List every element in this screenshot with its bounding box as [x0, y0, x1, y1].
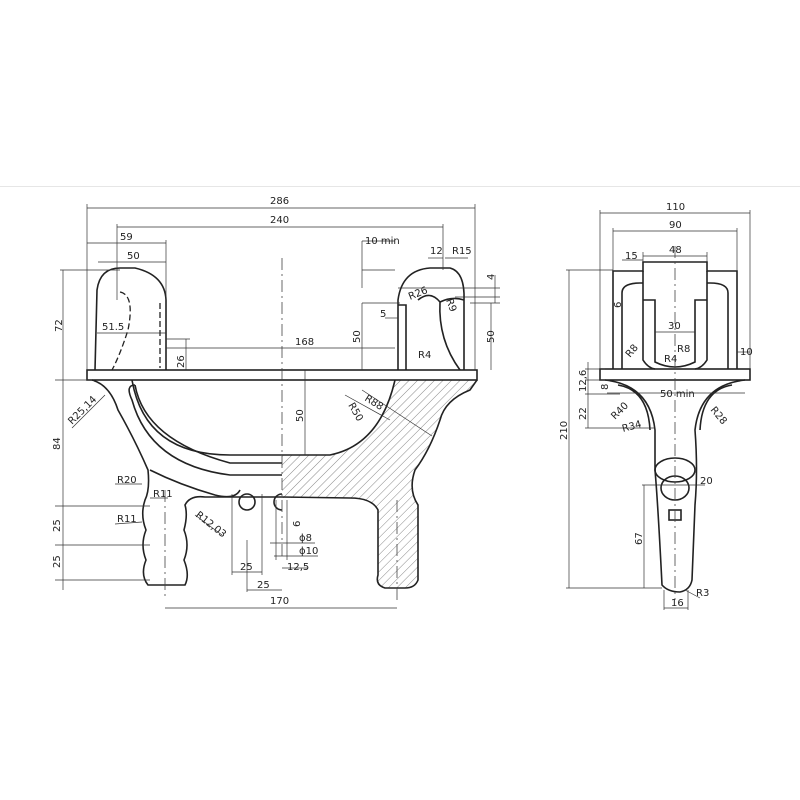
side-dim-r8-a: R8 [624, 343, 641, 360]
dim-286: 286 [270, 196, 289, 207]
dim-r20: R20 [117, 475, 137, 486]
side-dim-r40: R40 [609, 400, 631, 422]
dim-r4: R4 [418, 350, 431, 361]
dim-6: 6 [292, 521, 303, 527]
dim-25-a: 25 [52, 519, 63, 532]
inner-arch [131, 379, 396, 456]
dim-phi10: ϕ10 [299, 546, 318, 557]
side-dim-110: 110 [666, 202, 685, 213]
side-dim-r34: R34 [621, 419, 643, 435]
dim-84: 84 [52, 437, 63, 450]
side-dim-12-6: 12,6 [578, 370, 589, 392]
dim-12: 12 [430, 246, 443, 257]
dim-50-center: 50 [295, 409, 306, 422]
dim-r15: R15 [452, 246, 472, 257]
dim-25-d: 25 [257, 580, 270, 591]
dim-4: 4 [486, 274, 497, 280]
dim-170: 170 [270, 596, 289, 607]
side-dim-30: 30 [668, 321, 681, 332]
dim-168: 168 [295, 337, 314, 348]
side-dim-90: 90 [669, 220, 682, 231]
section-hatch [282, 380, 477, 588]
dim-25-b: 25 [52, 555, 63, 568]
dim-r12-03: R12,03 [193, 510, 228, 541]
dim-r11-b: R11 [117, 514, 137, 525]
dim-r9: R9 [443, 297, 458, 313]
side-view: 110 90 48 15 6 30 R8 R8 R4 10 12,6 8 50 … [559, 202, 753, 610]
dim-25-c: 25 [240, 562, 253, 573]
dim-5: 5 [380, 309, 386, 320]
side-dim-8: 8 [600, 384, 611, 390]
dim-12-5: 12,5 [287, 562, 309, 573]
front-view: 286 240 59 50 10 min 12 R15 4 R26 R9 5 5… [52, 196, 500, 609]
side-dim-10: 10 [740, 347, 753, 358]
side-dim-22: 22 [578, 407, 589, 420]
side-dim-r4: R4 [664, 354, 677, 365]
body-outline [91, 379, 282, 586]
dim-r11-a: R11 [153, 489, 173, 500]
side-dim-20: 20 [700, 476, 713, 487]
dim-50-top: 50 [127, 251, 140, 262]
dim-r25-14: R25,14 [66, 394, 99, 427]
dim-r88: R88 [362, 393, 385, 413]
side-dim-6: 6 [613, 302, 624, 308]
side-dim-210: 210 [559, 421, 570, 440]
side-dim-15: 15 [625, 251, 638, 262]
side-dim-16: 16 [671, 598, 684, 609]
arm-slot [128, 384, 282, 476]
dim-51-5: 51.5 [102, 322, 124, 333]
dim-59: 59 [120, 232, 133, 243]
dim-50-right: 50 [486, 330, 497, 343]
side-stem [604, 379, 746, 593]
left-ear-hidden-slot [111, 291, 131, 371]
side-dim-r3: R3 [696, 588, 709, 599]
side-dim-50-min: 50 min [660, 389, 695, 400]
left-ear [94, 267, 167, 371]
side-dim-48: 48 [669, 245, 682, 256]
side-dim-r28: R28 [708, 405, 729, 427]
side-dim-r8-b: R8 [677, 344, 690, 355]
page-divider [0, 186, 800, 187]
dim-72: 72 [54, 319, 65, 332]
dim-26: 26 [176, 355, 187, 368]
dim-240: 240 [270, 215, 289, 226]
side-dim-67: 67 [634, 532, 645, 545]
hole-circle [238, 493, 256, 511]
dim-phi8: ϕ8 [299, 533, 312, 544]
dim-10-min: 10 min [365, 236, 400, 247]
dim-50-ear: 50 [352, 330, 363, 343]
